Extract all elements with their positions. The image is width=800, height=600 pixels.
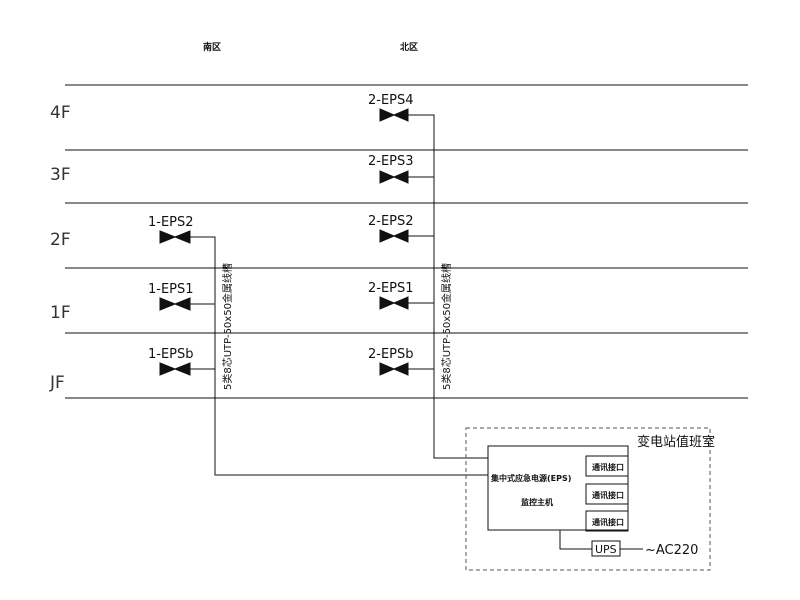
monitor-host-line1: 集中式应急电源(EPS) bbox=[490, 473, 571, 483]
duty-room: 变电站值班室 集中式应急电源(EPS) 监控主机 通讯接口 通讯接口 通讯接口 … bbox=[465, 427, 715, 571]
zone-south-label: 南区 bbox=[203, 41, 221, 53]
south-unit-label: 1-EPSb bbox=[148, 347, 194, 362]
comm-port-box bbox=[585, 510, 629, 532]
floor-label-3f: 3F bbox=[50, 165, 71, 185]
eps-unit-icon bbox=[379, 296, 409, 310]
north-unit-label: 2-EPS3 bbox=[368, 154, 414, 169]
floor-label-1f: 1F bbox=[50, 303, 71, 323]
duty-room-boundary bbox=[465, 427, 711, 571]
floor-label-jf: JF bbox=[49, 373, 65, 393]
north-bus-line bbox=[408, 114, 488, 459]
south-unit-label: 1-EPS2 bbox=[148, 215, 194, 230]
comm-port-box bbox=[585, 483, 629, 505]
comm-port-label: 通讯接口 bbox=[592, 517, 624, 527]
ups-feed-line bbox=[559, 530, 592, 550]
eps-unit-icon bbox=[159, 362, 191, 376]
comm-port-box bbox=[585, 455, 629, 477]
comm-port-label: 通讯接口 bbox=[592, 490, 624, 500]
eps-unit-icon bbox=[379, 170, 409, 184]
power-label: ~AC220 bbox=[645, 543, 698, 558]
north-unit-label: 2-EPSb bbox=[368, 347, 414, 362]
ups-label: UPS bbox=[595, 543, 617, 556]
eps-unit-icon bbox=[159, 297, 191, 311]
zone-north-label: 北区 bbox=[400, 41, 418, 53]
north-unit-label: 2-EPS2 bbox=[368, 214, 414, 229]
eps-unit-icon bbox=[379, 108, 409, 122]
monitor-host-line2: 监控主机 bbox=[521, 497, 553, 507]
north-cable-label: 5类8芯UTP-50x50金属线槽 bbox=[440, 263, 453, 390]
north-wiring bbox=[408, 114, 488, 459]
south-bus-line bbox=[190, 236, 488, 476]
south-wiring bbox=[190, 236, 488, 476]
floor-label-2f: 2F bbox=[50, 230, 71, 250]
south-unit-label: 1-EPS1 bbox=[148, 282, 194, 297]
north-unit-label: 2-EPS4 bbox=[368, 93, 414, 108]
floor-lines bbox=[65, 84, 748, 399]
eps-unit-icon bbox=[379, 229, 409, 243]
duty-room-title: 变电站值班室 bbox=[637, 434, 715, 450]
north-unit-label: 2-EPS1 bbox=[368, 281, 414, 296]
comm-port-label: 通讯接口 bbox=[592, 462, 624, 472]
eps-unit-icon bbox=[379, 362, 409, 376]
eps-unit-icon bbox=[159, 230, 191, 244]
floor-label-4f: 4F bbox=[50, 103, 71, 123]
south-cable-label: 5类8芯UTP-50x50金属线槽 bbox=[221, 263, 234, 390]
